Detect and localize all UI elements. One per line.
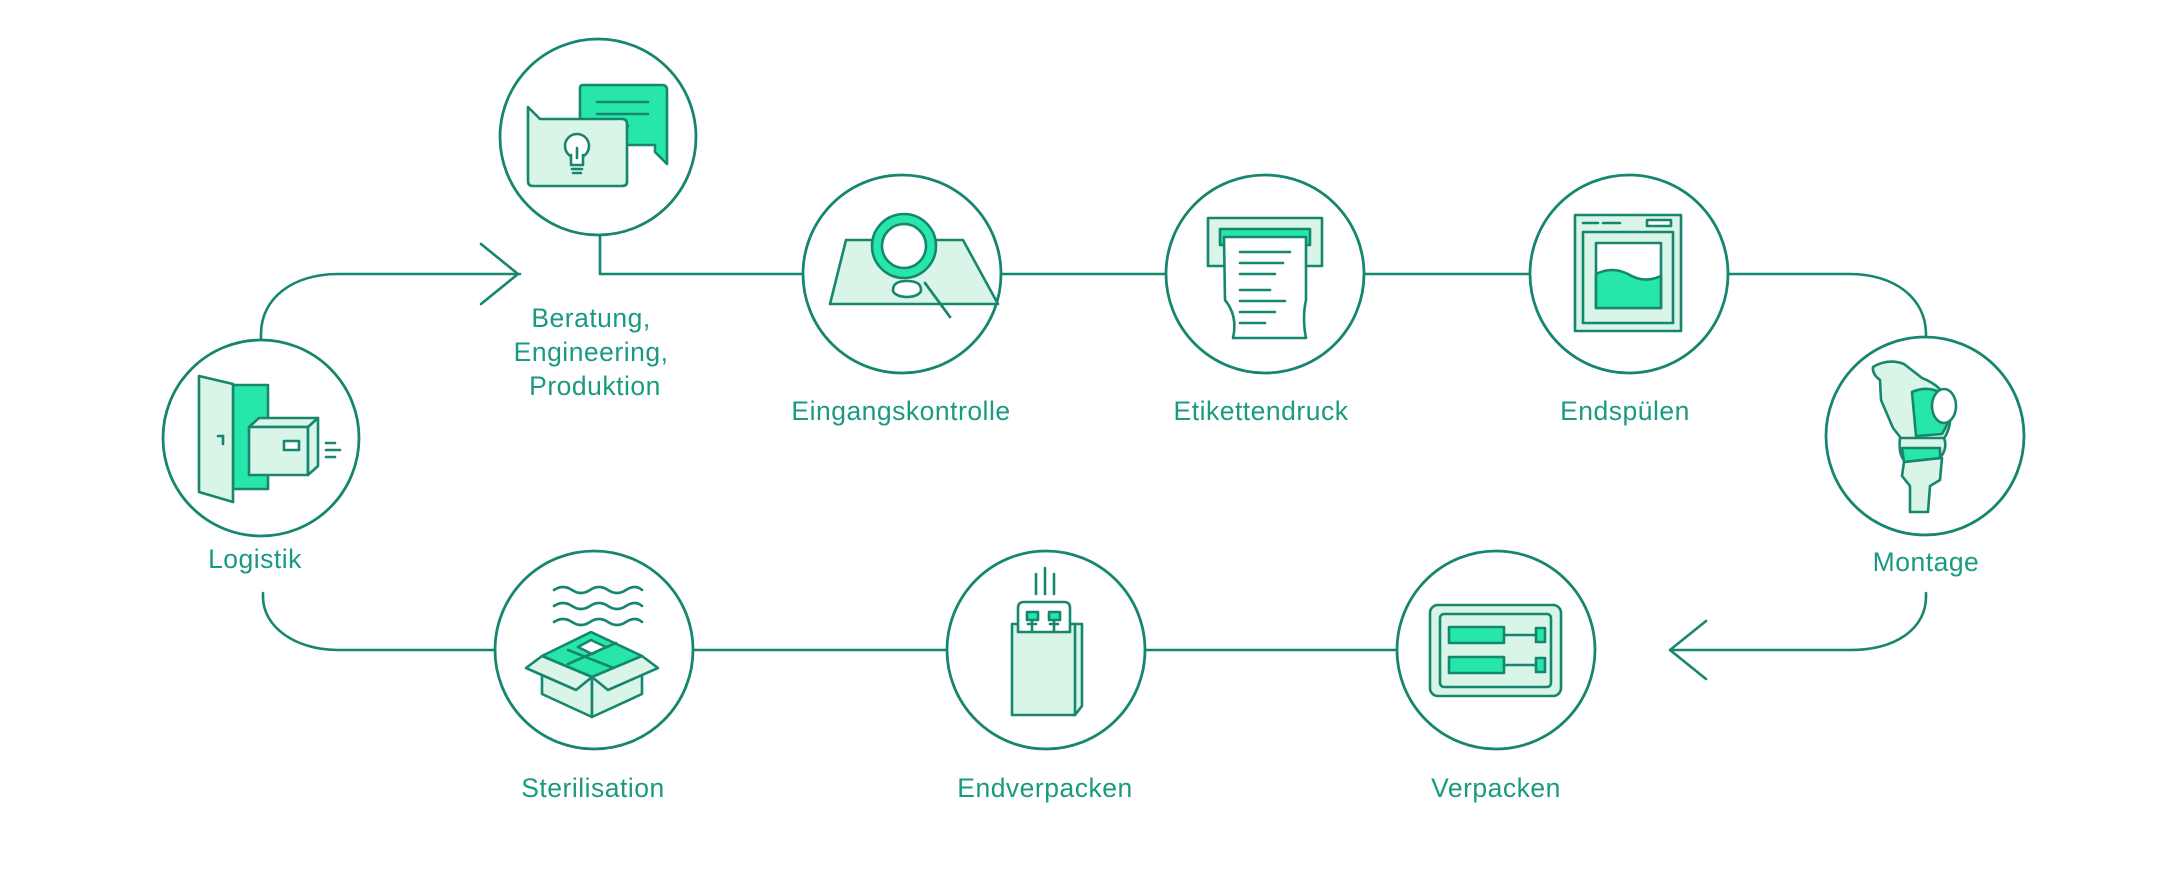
step-label: Verpacken [1431, 773, 1561, 803]
step-label: Beratung, Engineering, Produktion [514, 303, 677, 401]
connector-montage-to-verpacken [1670, 591, 1928, 652]
step-beratung: Beratung, Engineering, Produktion [498, 37, 698, 401]
step-label: Montage [1873, 547, 1980, 577]
magnifier-inspection-icon [828, 212, 1000, 319]
knee-implant-icon [1871, 360, 1958, 514]
label-line-3: Produktion [529, 371, 661, 401]
step-endverpacken: Endverpacken [945, 549, 1147, 803]
step-montage: Montage [1824, 335, 2026, 577]
connector-beratung-to-top-line [598, 233, 805, 276]
connector-logistik-to-beratung [259, 272, 522, 340]
rinsing-tank-icon [1573, 213, 1683, 333]
step-endspuelen: Endspülen [1528, 173, 1730, 426]
door-with-package-icon [197, 374, 342, 504]
sealed-bag-icon [1010, 566, 1084, 717]
step-eingangskontrolle: Eingangskontrolle [791, 173, 1010, 426]
step-label: Eingangskontrolle [791, 396, 1010, 426]
arrow-right-icon [479, 242, 520, 306]
flow-connectors [259, 233, 1928, 681]
arrow-left-icon [1668, 619, 1708, 681]
open-box-steam-icon [524, 585, 660, 719]
step-label: Etikettendruck [1174, 396, 1349, 426]
step-label: Endverpacken [957, 773, 1132, 803]
connector-sterilisation-to-logistik [261, 591, 498, 652]
step-logistik: Logistik [161, 338, 361, 574]
step-etikettendruck: Etikettendruck [1164, 173, 1366, 426]
blister-tray-icon [1428, 603, 1563, 698]
step-label: Sterilisation [521, 773, 664, 803]
step-verpacken: Verpacken [1395, 549, 1597, 803]
step-label: Logistik [208, 544, 302, 574]
step-sterilisation: Sterilisation [493, 549, 695, 803]
label-printer-icon [1206, 216, 1324, 340]
connector-endspuelen-to-montage [1726, 272, 1928, 340]
label-line-1: Beratung, [531, 303, 650, 333]
chat-bubble-lightbulb-icon [526, 83, 669, 188]
label-line-2: Engineering, [514, 337, 669, 367]
step-label: Endspülen [1560, 396, 1690, 426]
